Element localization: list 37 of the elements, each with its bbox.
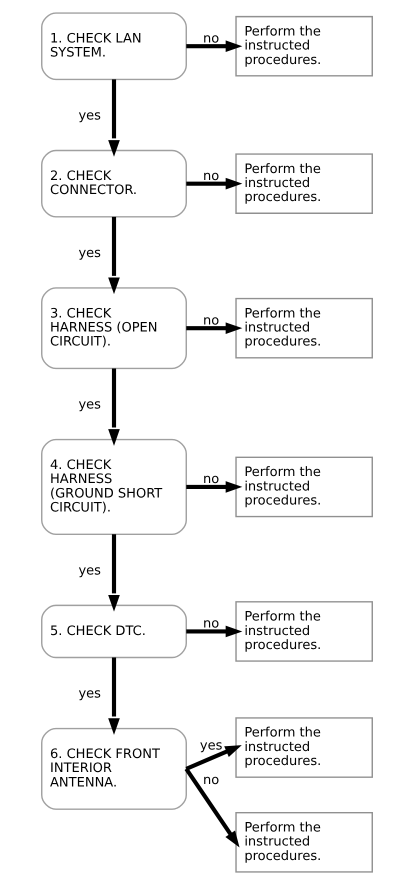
arrow — [108, 368, 120, 446]
arrow — [184, 768, 240, 848]
arrow — [108, 658, 120, 735]
arrow — [186, 40, 242, 52]
edge-label: yes — [199, 738, 222, 754]
edge-label: yes — [78, 397, 100, 412]
arrow — [108, 79, 120, 157]
edge-label: yes — [78, 686, 100, 702]
arrow — [108, 216, 120, 294]
arrow — [186, 626, 242, 638]
edge-label: no — [202, 313, 219, 328]
edge-label: yes — [78, 246, 100, 261]
arrow — [186, 481, 242, 493]
node-box: Perform the instructed procedures. — [234, 298, 372, 358]
edge-label: no — [202, 31, 219, 46]
node-box: 1. CHECK LAN SYSTEM. — [40, 12, 186, 80]
edge-label: yes — [78, 563, 100, 578]
node-box: 4. CHECK HARNESS (GROUND SHORT CIRCUIT). — [40, 438, 186, 536]
node-box: 2. CHECK CONNECTOR. — [40, 150, 186, 218]
edge-label: yes — [78, 108, 100, 124]
node-box: Perform the instructed procedures. — [234, 717, 372, 778]
arrow — [186, 178, 242, 190]
arrow — [108, 534, 120, 612]
node-box: Perform the instructed procedures. — [234, 456, 372, 518]
node-box: Perform the instructed procedures. — [234, 16, 372, 77]
arrow — [186, 322, 242, 334]
edge-label: no — [202, 472, 219, 488]
node-box: Perform the instructed procedures. — [234, 153, 372, 214]
node-box: 6. CHECK FRONT INTERIOR ANTENNA. — [40, 728, 186, 810]
edge-label: no — [202, 773, 219, 788]
arrow — [184, 745, 242, 771]
node-box: 3. CHECK HARNESS (OPEN CIRCUIT). — [40, 287, 186, 370]
edge-label: no — [202, 168, 219, 184]
node-box: Perform the instructed procedures. — [234, 601, 372, 662]
edge-label: no — [202, 616, 219, 632]
node-box: 5. CHECK DTC. — [40, 604, 186, 658]
node-box: Perform the instructed procedures. — [234, 812, 372, 873]
